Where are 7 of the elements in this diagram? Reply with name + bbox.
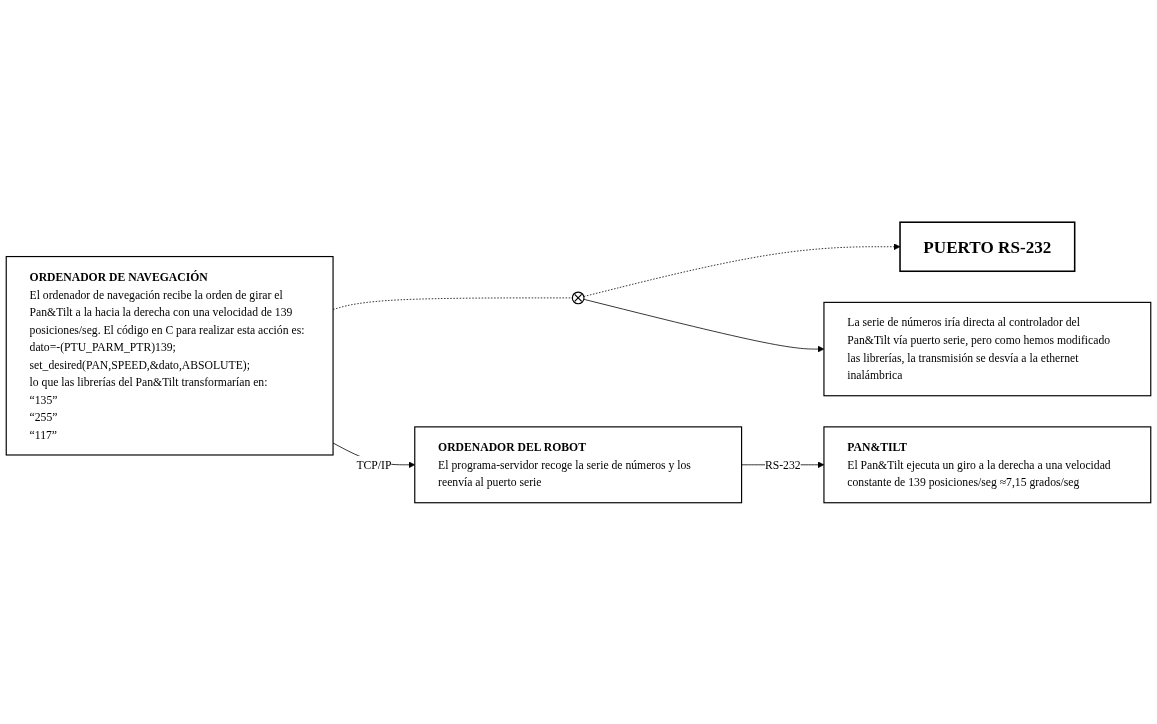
node-box: PUERTO RS-232 (899, 220, 1076, 272)
edge-label: TCP/IP (356, 457, 392, 471)
node-box: La serie de números iría directa al controlador del Pan&Tilt vía puerto serie, pero como hemos modificado las librerías, la transmisión se desvía a la ethernet inalámbrica (823, 301, 1152, 396)
node-box: ORDENADOR DE NAVEGACIÓN El ordenador de navegación recibe la orden de girar el Pan&Tilt a la hacia la derecha con una velocidad de 139 posiciones/seg. El código en C para realizar esta acción es: dato=-(PTU_PARM_PTR)139; set_desired(PAN,SPEED,&dato,ABSOLUTE); lo que las librerías del Pan&Tilt transformarían en: “135” “255” “117” (5, 255, 334, 456)
edge-label: RS-232 (764, 457, 801, 471)
node-box: PAN&TILT El Pan&Tilt ejecuta un giro a la derecha a una velocidad constante de 139 posiciones/seg ≈7,15 grados/seg (823, 425, 1152, 503)
node-box: ORDENADOR DEL ROBOT El programa-servidor recoge la serie de números y los reenvía al puerto serie (414, 425, 743, 503)
